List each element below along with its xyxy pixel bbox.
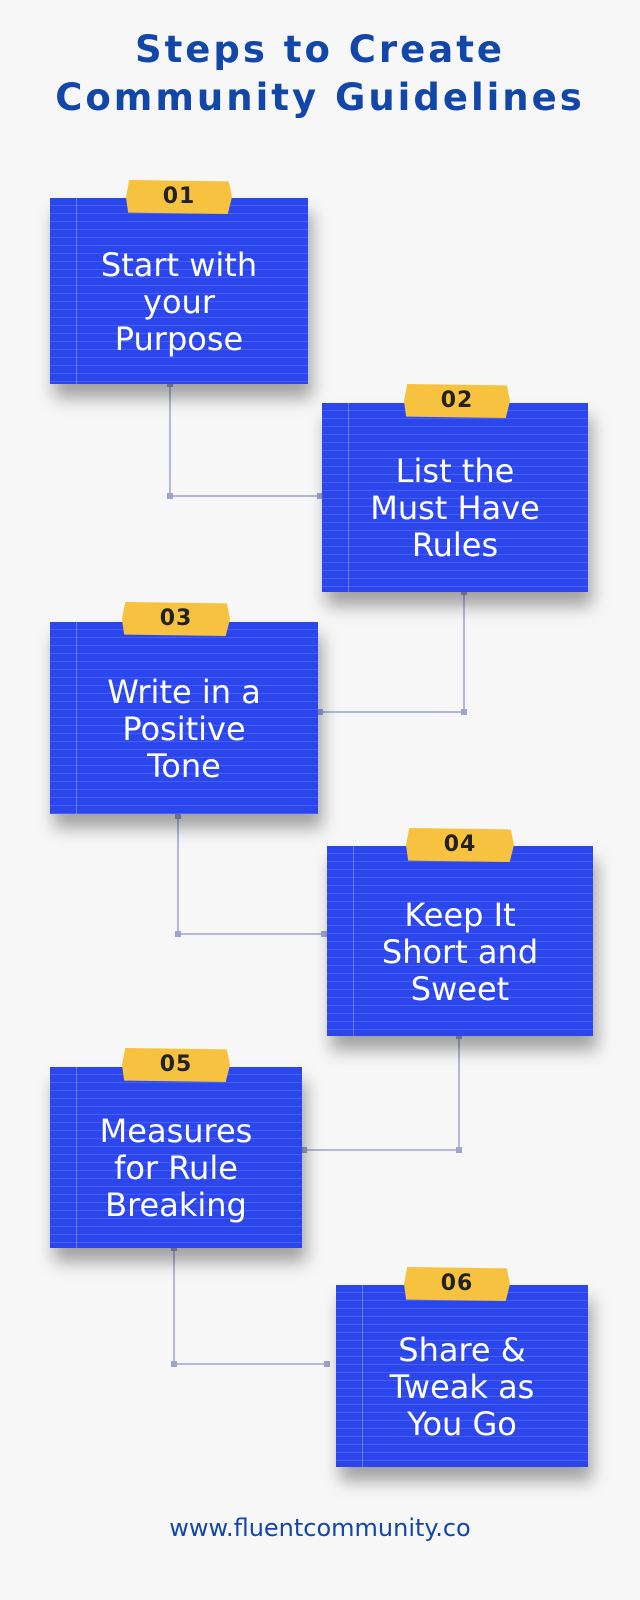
connector-node (301, 1147, 307, 1153)
step-text: Keep It Short and Sweet (381, 895, 539, 1008)
connector-node (461, 709, 467, 715)
connector-2-3 (320, 592, 465, 713)
connector-node (175, 813, 181, 819)
step-text: Write in a Positive Tone (107, 672, 261, 785)
connector-node (456, 1033, 462, 1039)
step-number-badge: 03 (122, 602, 230, 636)
title-line-2: Community Guidelines (55, 76, 585, 119)
step-number-badge: 02 (404, 384, 510, 418)
step-text: List the Must Have Rules (370, 452, 540, 564)
connector-5-6 (173, 1248, 327, 1365)
step-number-badge: 04 (406, 828, 514, 862)
step-card-2: List the Must Have Rules (322, 403, 588, 592)
step-number-badge: 05 (122, 1048, 230, 1082)
step-text: Share & Tweak as You Go (389, 1330, 535, 1443)
connector-node (324, 1361, 330, 1367)
title-line-1: Steps to Create (134, 28, 506, 71)
connector-1-2 (169, 384, 320, 497)
connector-node (321, 931, 327, 937)
footer-url[interactable]: www.fluentcommunity.co (169, 1514, 471, 1542)
step-card-5: Measures for Rule Breaking (50, 1067, 302, 1248)
step-card-3: Write in a Positive Tone (50, 622, 318, 814)
connector-node (456, 1147, 462, 1153)
step-card-6: Share & Tweak as You Go (336, 1285, 588, 1467)
connector-node (171, 1245, 177, 1251)
connector-node (461, 589, 467, 595)
step-card-4: Keep It Short and Sweet (327, 846, 593, 1036)
step-number-badge: 06 (404, 1267, 510, 1301)
connector-3-4 (177, 816, 324, 935)
connector-node (171, 1361, 177, 1367)
connector-node (175, 931, 181, 937)
connector-node (167, 493, 173, 499)
connector-4-5 (304, 1036, 460, 1151)
connector-node (167, 381, 173, 387)
step-text: Start with your Purpose (100, 245, 258, 358)
connector-node (317, 709, 323, 715)
page-title: Steps to Create Community Guidelines (0, 26, 640, 122)
step-card-1: Start with your Purpose (50, 198, 308, 384)
connector-node (317, 493, 323, 499)
step-text: Measures for Rule Breaking (99, 1112, 253, 1224)
step-number-badge: 01 (126, 180, 232, 214)
